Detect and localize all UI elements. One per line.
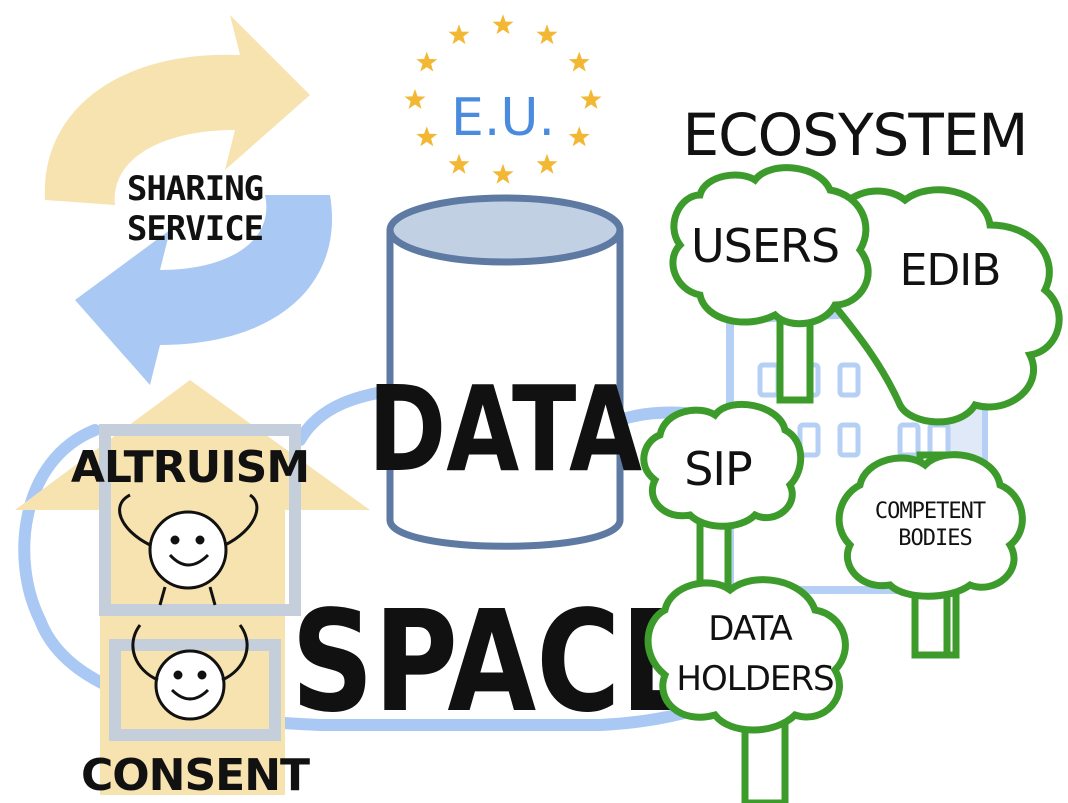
edib-label: EDIB	[900, 245, 1001, 296]
eu-star	[580, 89, 602, 109]
building-window	[757, 362, 781, 398]
competent-label-line2: BODIES	[898, 526, 971, 551]
sharing-label-line2: SERVICE	[127, 209, 263, 249]
eu-star	[568, 51, 590, 72]
blue-arrow	[75, 195, 333, 385]
eu-star	[492, 163, 514, 184]
eu-stars	[404, 14, 602, 184]
building-window	[927, 422, 951, 458]
consent-frame-bottom	[109, 639, 281, 741]
sharing-label-line1: SHARING	[127, 169, 263, 209]
data-cylinder	[386, 194, 624, 550]
space-label: SPACE	[291, 581, 699, 744]
building-window	[837, 422, 861, 458]
altruism-label: ALTRUISM	[71, 442, 309, 493]
tree-users	[669, 164, 872, 404]
eu-star	[416, 126, 438, 147]
competent-label-line1: COMPETENT	[875, 499, 986, 524]
building-window	[837, 362, 861, 398]
eu-star	[568, 126, 590, 147]
eu-star	[492, 14, 514, 35]
yellow-arrow	[44, 15, 310, 205]
altruism-frame-top	[99, 424, 301, 616]
sip-label: SIP	[684, 442, 752, 496]
building-window	[897, 422, 921, 458]
sharing-service-arrows	[44, 15, 333, 385]
eu-star	[448, 153, 470, 174]
tree-competent-bodies	[835, 451, 1026, 659]
eu-star	[404, 89, 426, 109]
ecosystem-title: ECOSYSTEM	[683, 101, 1028, 169]
holders-label-line2: HOLDERS	[676, 659, 833, 699]
smiley-figure-top	[118, 493, 259, 606]
consent-label: CONSENT	[81, 750, 310, 801]
data-label: DATA	[368, 362, 642, 499]
users-label: USERS	[691, 219, 839, 273]
tree-data-holders	[644, 576, 849, 803]
eu-star	[536, 24, 558, 45]
building-window	[797, 422, 821, 458]
eu-star	[536, 153, 558, 174]
smiley-figure-bottom	[131, 624, 249, 721]
eu-star	[448, 24, 470, 45]
holders-label-line1: DATA	[708, 609, 792, 649]
eu-label: E.U.	[451, 88, 555, 148]
eu-star	[416, 51, 438, 72]
